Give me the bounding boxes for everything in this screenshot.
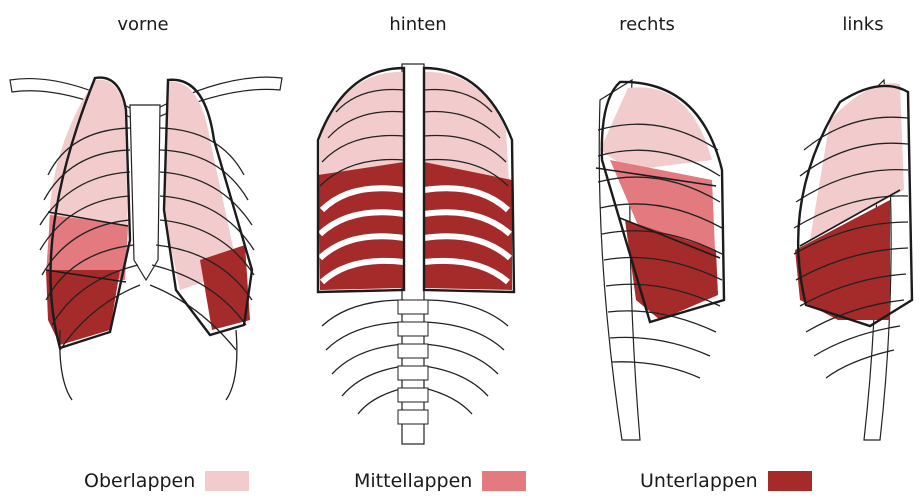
left-view	[794, 80, 912, 440]
legend-upper-swatch	[205, 471, 249, 491]
back-spine	[402, 64, 424, 444]
legend-upper-label: Oberlappen	[84, 470, 195, 492]
legend-lower-lobe: Unterlappen	[640, 470, 812, 492]
right-view	[596, 80, 724, 440]
sternum	[130, 105, 160, 280]
legend-lower-swatch	[768, 471, 812, 491]
thorax-diagram	[0, 0, 923, 460]
legend-lower-label: Unterlappen	[640, 470, 758, 492]
front-view	[10, 77, 282, 400]
back-view	[318, 64, 514, 444]
legend-middle-swatch	[482, 471, 526, 491]
legend-middle-label: Mittellappen	[354, 470, 472, 492]
legend-upper-lobe: Oberlappen	[84, 470, 249, 492]
legend-middle-lobe: Mittellappen	[354, 470, 526, 492]
